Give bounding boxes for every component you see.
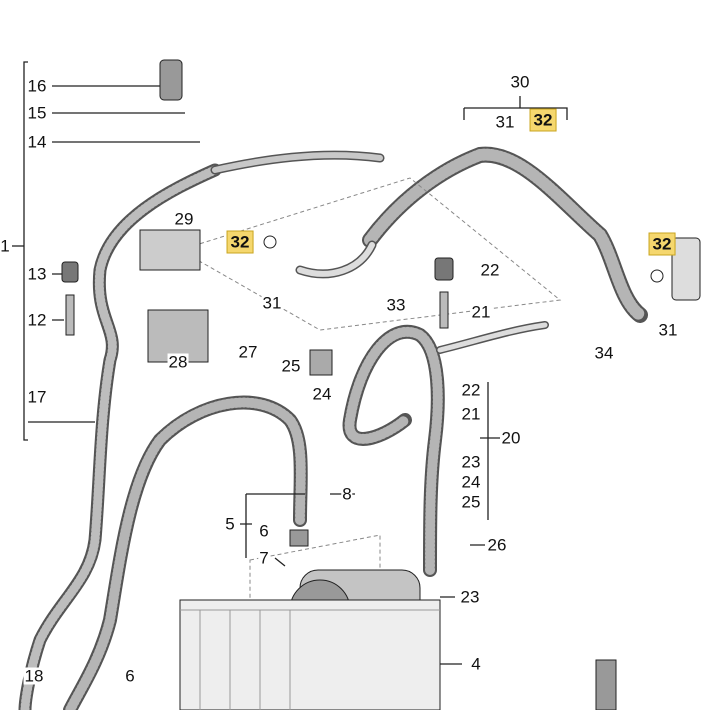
callout-34: 34 [593, 343, 615, 363]
callout-32-highlighted[interactable]: 32 [648, 232, 676, 256]
callout-21: 21 [470, 302, 492, 322]
callout-31: 31 [261, 293, 283, 313]
callout-14: 14 [26, 132, 48, 152]
callout-4: 4 [470, 654, 482, 674]
callout-16: 16 [26, 76, 48, 96]
callout-28: 28 [167, 352, 189, 372]
callout-32-highlighted[interactable]: 32 [226, 230, 254, 254]
callout-25: 25 [280, 356, 302, 376]
callout-27: 27 [237, 342, 259, 362]
callout-32-highlighted[interactable]: 32 [529, 108, 557, 132]
callout-24: 24 [460, 472, 482, 492]
callout-22: 22 [479, 260, 501, 280]
callout-1: 1 [0, 236, 11, 256]
callout-6: 6 [258, 521, 270, 541]
callout-30: 30 [509, 72, 531, 92]
callout-17: 17 [26, 387, 48, 407]
callout-12: 12 [26, 310, 48, 330]
callout-26: 26 [486, 535, 508, 555]
callout-13: 13 [26, 264, 48, 284]
callout-8: 8 [341, 484, 353, 504]
callout-5: 5 [224, 514, 236, 534]
callout-18: 18 [23, 666, 45, 686]
callout-15: 15 [26, 103, 48, 123]
callout-29: 29 [173, 209, 195, 229]
callout-23: 23 [459, 587, 481, 607]
callout-6: 6 [124, 666, 136, 686]
callout-31: 31 [657, 320, 679, 340]
part-shapes [61, 59, 701, 710]
callout-20: 20 [500, 428, 522, 448]
callout-23: 23 [460, 452, 482, 472]
callout-24: 24 [311, 384, 333, 404]
callout-21: 21 [460, 404, 482, 424]
callout-33: 33 [385, 295, 407, 315]
callout-25: 25 [460, 492, 482, 512]
callout-31: 31 [494, 112, 516, 132]
callout-22: 22 [460, 380, 482, 400]
callout-7: 7 [258, 548, 270, 568]
